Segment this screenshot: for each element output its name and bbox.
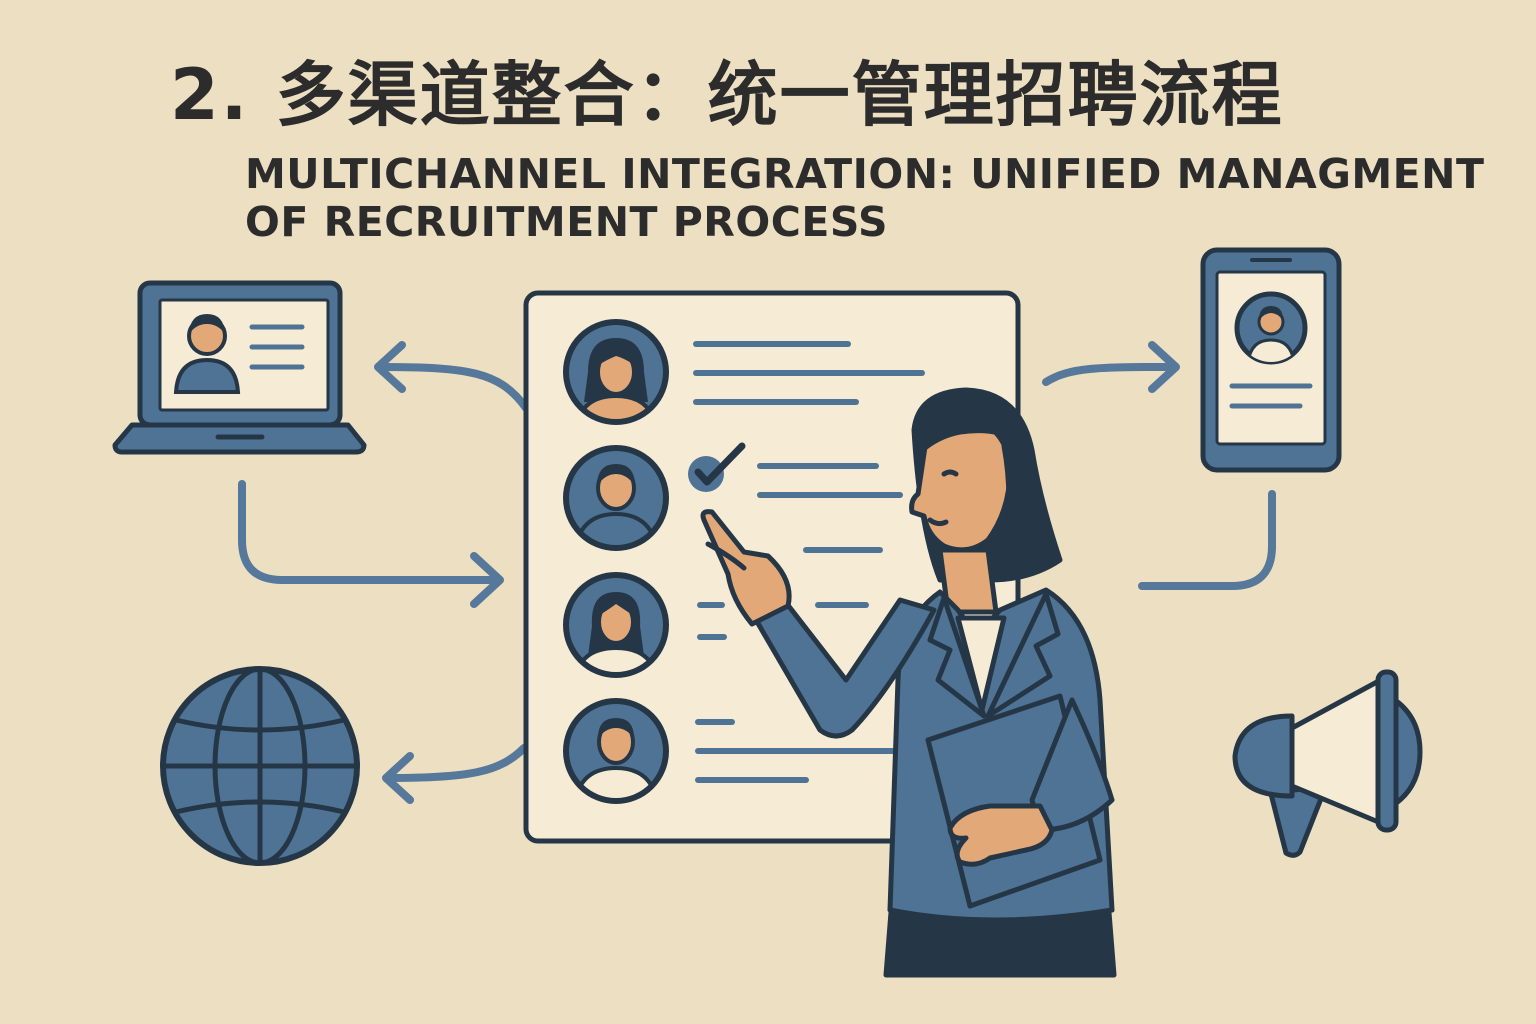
resume-lines: [693, 341, 925, 783]
arrow-laptop-to-board-head: [470, 552, 504, 608]
arrow-to-phone: [1042, 363, 1176, 386]
subtitle-line-1: MULTICHANNEL INTEGRATION: UNIFIED MANAGM…: [245, 150, 1485, 198]
arrow-to-laptop-head: [374, 341, 406, 393]
megaphone-icon: [1232, 669, 1423, 858]
page-title: 2. 多渠道整合：统一管理招聘流程: [170, 54, 1284, 136]
page-subtitle: MULTICHANNEL INTEGRATION: UNIFIED MANAGM…: [245, 150, 1505, 246]
recruiter-figure: [700, 387, 1117, 978]
connector-arrows: [238, 341, 1276, 804]
checkmark-icon: [688, 442, 746, 492]
arrow-phone-to-board: [1138, 490, 1276, 590]
arrow-to-phone-head: [1148, 341, 1180, 393]
laptop-icon: [112, 280, 367, 455]
candidate-avatar: [563, 445, 669, 551]
globe-icon: [160, 666, 360, 866]
arrow-laptop-to-board: [238, 480, 502, 584]
arrow-to-globe-head: [382, 752, 414, 804]
phone-icon: [1200, 247, 1342, 473]
arrow-to-laptop: [376, 363, 530, 412]
arrow-to-globe: [384, 744, 528, 782]
subtitle-line-2: OF RECRUITMENT PROCESS: [245, 198, 889, 246]
candidate-avatar: [563, 698, 669, 804]
